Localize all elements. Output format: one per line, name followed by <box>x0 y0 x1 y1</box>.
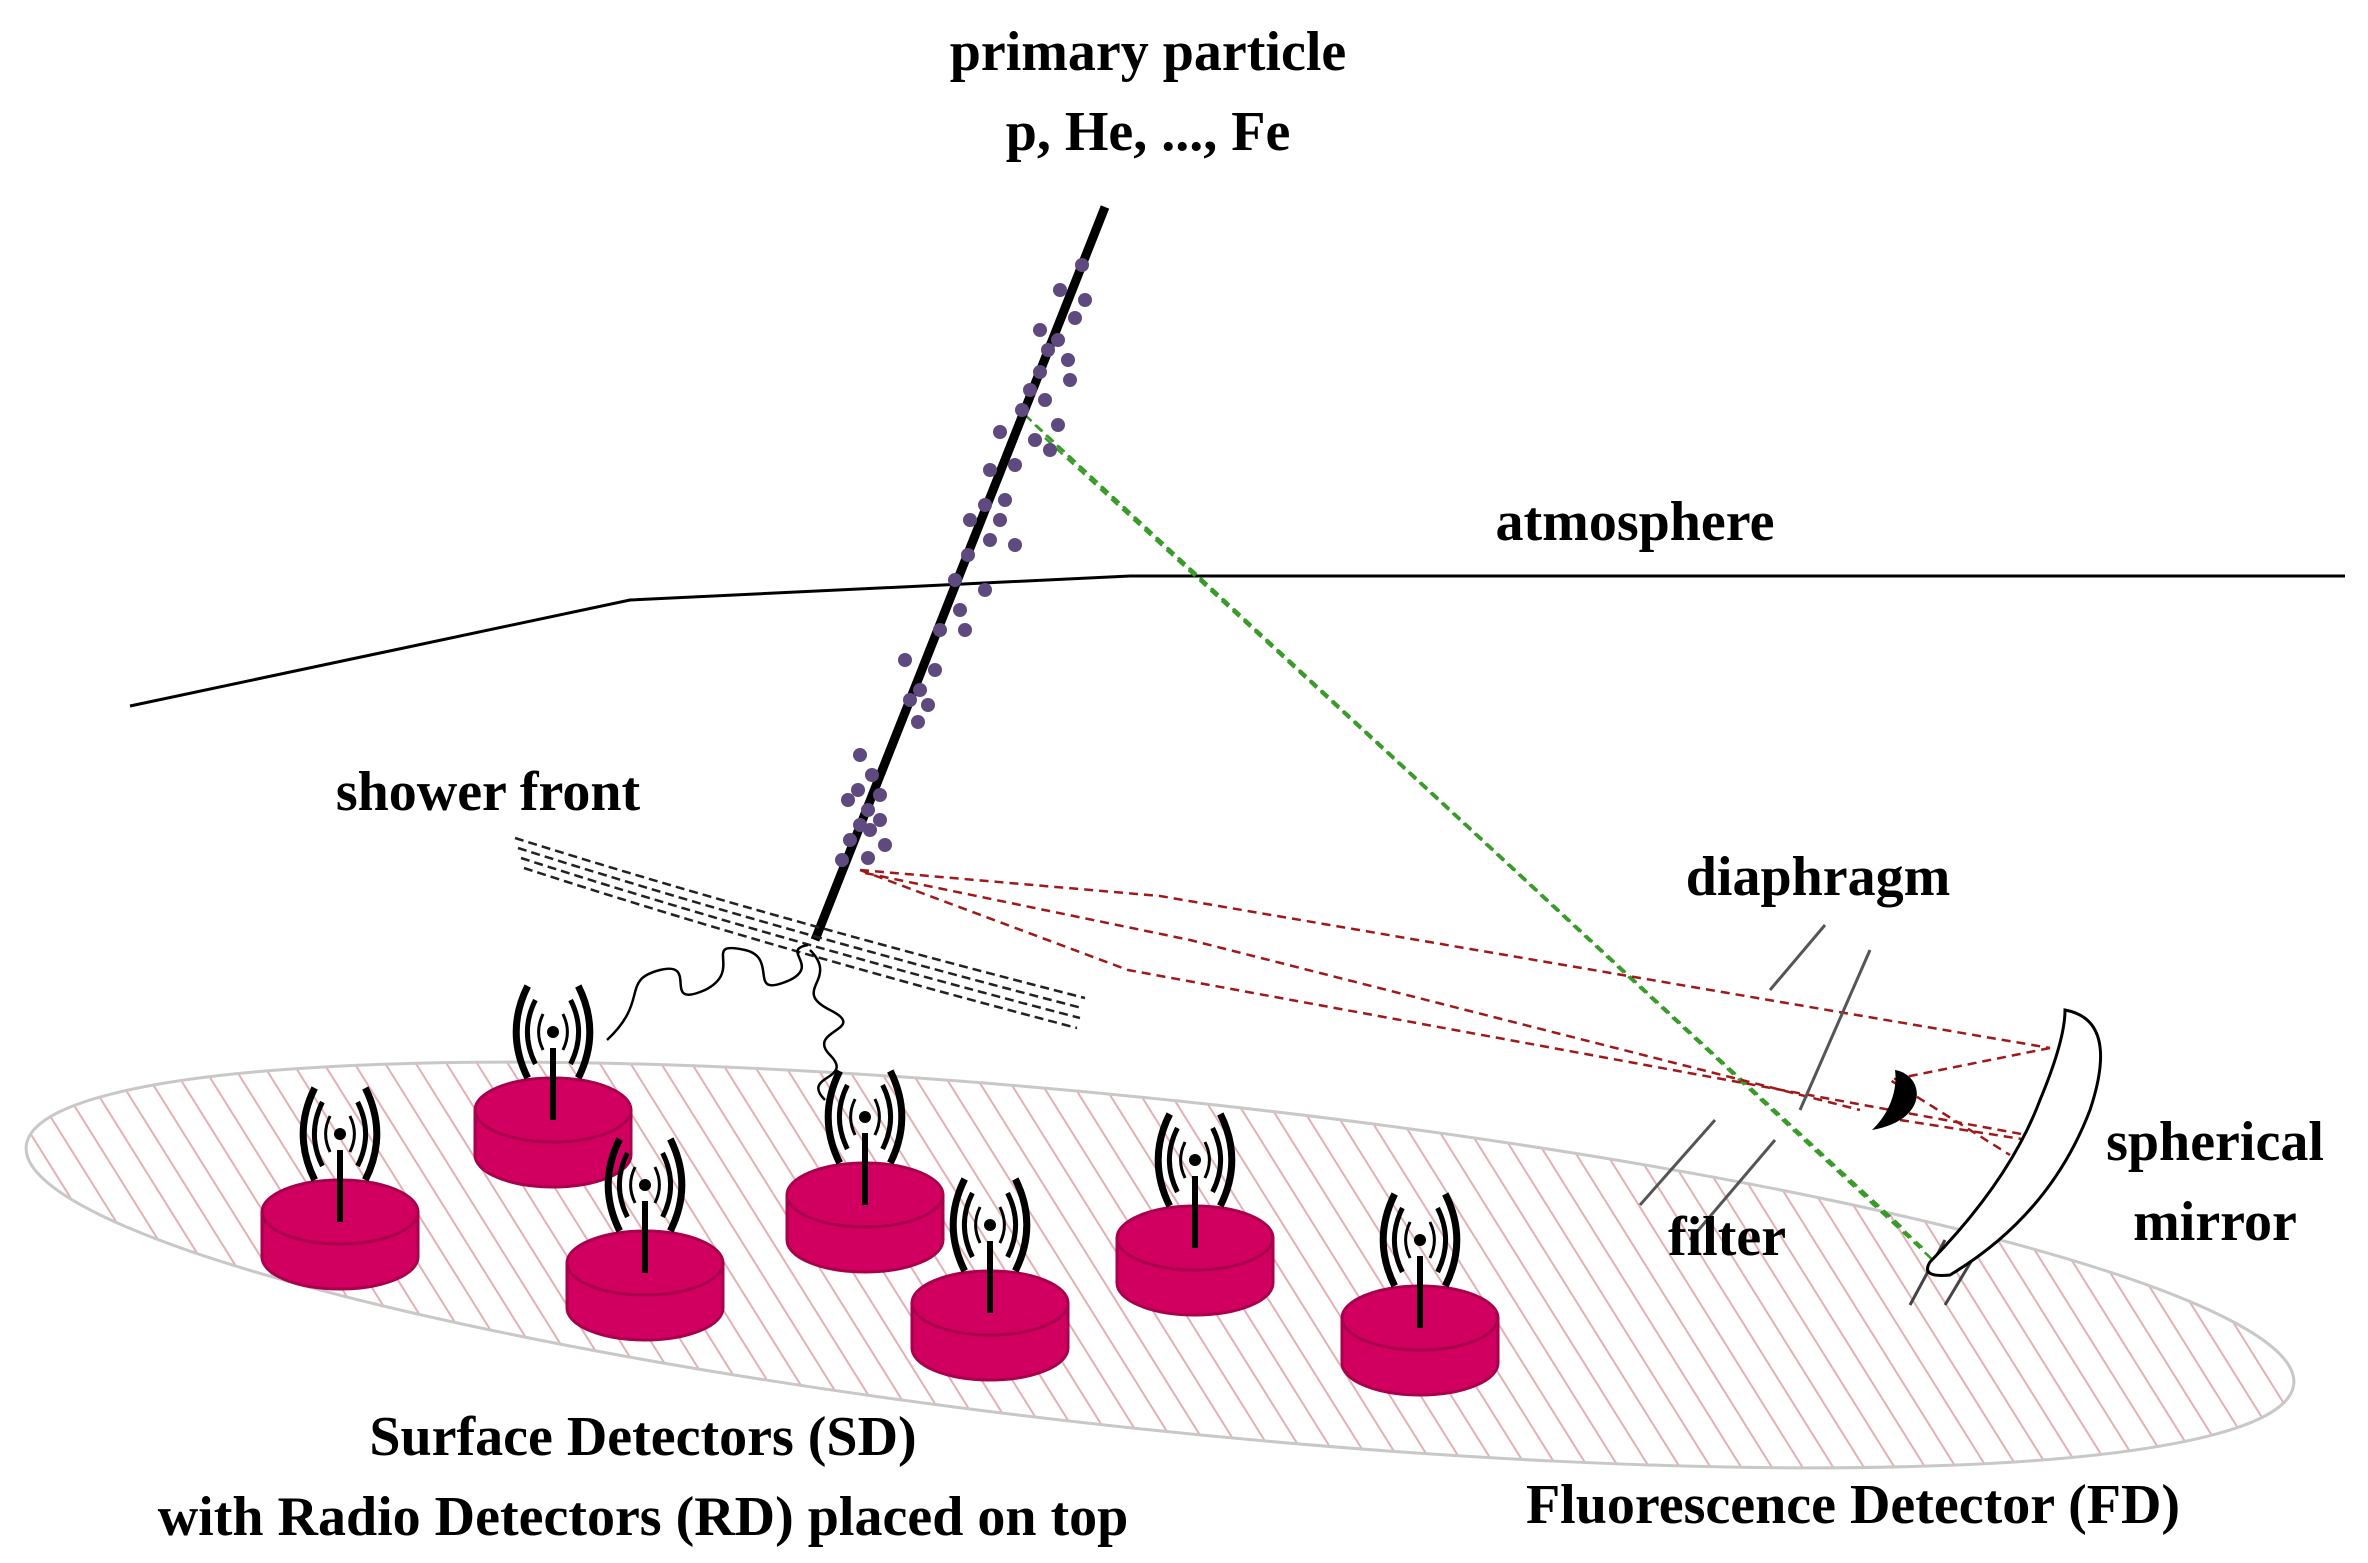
particle-dot <box>993 513 1007 527</box>
particle-dot <box>1053 283 1067 297</box>
radio-signal-waves <box>606 943 845 1101</box>
particle-dot <box>835 853 849 867</box>
particle-dot <box>963 513 977 527</box>
particle-dot <box>978 583 992 597</box>
diaphragm-label: diaphragm <box>1686 846 1951 908</box>
surface-detector <box>260 1086 420 1291</box>
atmosphere-boundary <box>129 574 2345 708</box>
particle-dot <box>861 851 875 865</box>
particle-dot <box>1063 373 1077 387</box>
shower-front-label: shower front <box>336 761 641 823</box>
particle-dot <box>993 425 1007 439</box>
particle-dot <box>953 603 967 617</box>
primary-particle-title: primary particle <box>950 21 1347 83</box>
particle-dot <box>1033 365 1047 379</box>
shower-axis <box>810 205 1110 942</box>
fluorescence-light-rays <box>1024 414 1936 1263</box>
atmosphere-label: atmosphere <box>1496 491 1775 553</box>
particle-dot <box>873 788 887 802</box>
particle-dot <box>843 833 857 847</box>
fluorescence-detector-label: Fluorescence Detector (FD) <box>1526 1474 2180 1536</box>
particle-dot <box>1051 418 1065 432</box>
particle-dot <box>1015 403 1029 417</box>
particle-dot <box>933 623 947 637</box>
particle-dot <box>961 548 975 562</box>
particle-dot <box>958 623 972 637</box>
surface-detector <box>473 984 633 1189</box>
particle-dot <box>1023 383 1037 397</box>
surface-detector <box>910 1177 1070 1382</box>
particle-dot <box>1033 323 1047 337</box>
spherical-mirror-label-line1: spherical <box>2106 1111 2324 1173</box>
particle-dot <box>983 533 997 547</box>
radio-detectors-label: with Radio Detectors (RD) placed on top <box>158 1486 1129 1548</box>
particle-dot <box>998 493 1012 507</box>
particle-dot <box>1008 458 1022 472</box>
shower-particles <box>835 258 1092 867</box>
particle-dot <box>978 498 992 512</box>
surface-detector <box>1115 1112 1275 1317</box>
particle-dot <box>1041 343 1055 357</box>
camera-crescent <box>1872 1070 1917 1130</box>
particle-dot <box>1008 538 1022 552</box>
surface-detector <box>785 1069 945 1274</box>
particle-dot <box>898 653 912 667</box>
particle-dot <box>983 463 997 477</box>
cherenkov-light-rays <box>859 868 2066 1157</box>
particle-dot <box>853 748 867 762</box>
particle-dot <box>903 693 917 707</box>
spherical-mirror <box>1926 1008 2103 1277</box>
filter-label: filter <box>1668 1206 1786 1268</box>
particle-dot <box>1078 293 1092 307</box>
particle-dot <box>878 838 892 852</box>
spherical-mirror-label-line2: mirror <box>2133 1191 2297 1253</box>
diaphragm <box>1638 924 1872 1241</box>
fluorescence-detector <box>1638 924 2103 1306</box>
particle-dot <box>1028 433 1042 447</box>
particle-dot <box>928 663 942 677</box>
surface-detectors <box>260 984 1500 1397</box>
particle-dot <box>913 683 927 697</box>
particle-dot <box>1061 353 1075 367</box>
particle-dot <box>948 573 962 587</box>
particle-dot <box>1038 393 1052 407</box>
particle-dot <box>873 813 887 827</box>
particle-dot <box>1068 311 1082 325</box>
surface-detector <box>565 1137 725 1342</box>
surface-detectors-label: Surface Detectors (SD) <box>369 1406 916 1468</box>
primary-particle-types: p, He, ..., Fe <box>1006 101 1291 163</box>
shower-front <box>514 836 1086 1030</box>
particle-dot <box>841 793 855 807</box>
surface-detector <box>1340 1192 1500 1397</box>
particle-dot <box>865 768 879 782</box>
particle-dot <box>851 783 865 797</box>
particle-dot <box>861 803 875 817</box>
particle-dot <box>921 698 935 712</box>
particle-dot <box>911 715 925 729</box>
particle-dot <box>1075 258 1089 272</box>
particle-dot <box>1051 333 1065 347</box>
particle-dot <box>1043 443 1057 457</box>
particle-dot <box>863 823 877 837</box>
